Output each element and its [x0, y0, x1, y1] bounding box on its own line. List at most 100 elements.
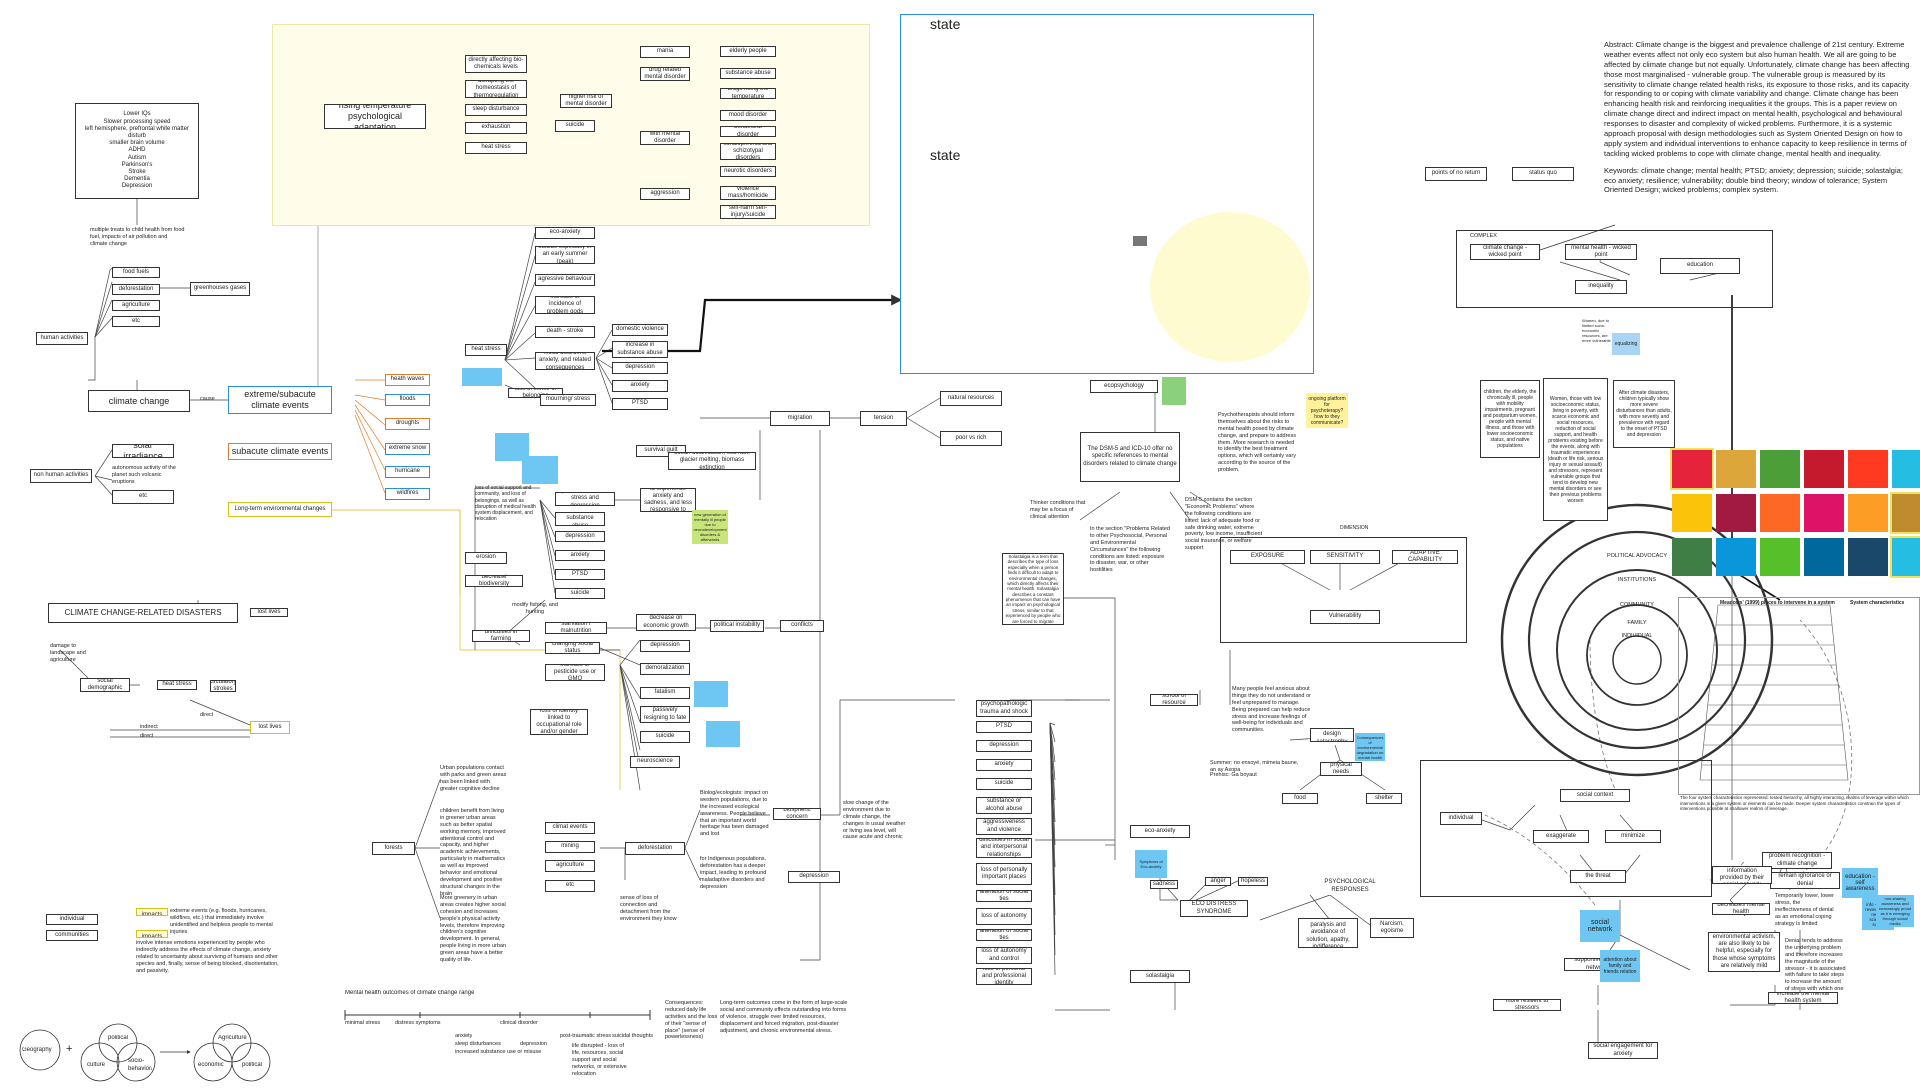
rising-elderly: elderly people: [720, 46, 776, 57]
forests-node: forests: [372, 842, 415, 855]
sticky-info-1: [706, 721, 740, 747]
scale-minimal: minimal stress: [345, 1020, 381, 1026]
points-of-no-return: points of no return: [1425, 167, 1487, 181]
meadows-title: Meadows' (1999) places to intervene in a…: [1720, 600, 1835, 606]
agriculture-f: agriculture: [545, 860, 595, 872]
tension-node: tension: [860, 411, 907, 426]
etc-f: etc: [545, 880, 595, 892]
temp-lower: Temporarily lower, lower stress, the ine…: [1775, 893, 1834, 927]
individual-node: individual: [1440, 812, 1482, 825]
loss-identity: loss of identity linked to occupational …: [530, 709, 588, 735]
rising-drugs-temp: drugs rising the temperature: [720, 88, 776, 99]
pesticide-gmo: increase of pesticide use or GMO: [545, 664, 605, 681]
system-characteristics: System characteristics: [1850, 600, 1905, 606]
depression-fires-2: depression: [640, 640, 690, 652]
increase-mh-system: increase the mental health system: [1768, 992, 1838, 1004]
rising-risk: higher risk of mental disorder: [560, 94, 612, 108]
scale-depression: depression: [520, 1041, 547, 1047]
sdg-tile-11: [1848, 494, 1888, 532]
indirect-label: indirect: [140, 724, 158, 730]
ocean-acidification: ocean acidification, sea rain, glacier m…: [668, 452, 756, 470]
political-advocacy: POLITICAL ADVOCACY: [1606, 553, 1667, 559]
demoralization: demoralization: [640, 663, 690, 675]
abstract-text: Abstract: Climate change is the biggest …: [1604, 40, 1914, 195]
sdg-tile-3: [1760, 450, 1800, 488]
mood-disorders: mood disorders, anxiety, and related con…: [535, 352, 595, 370]
exaggerate-node: exaggerate: [1533, 830, 1589, 843]
scale-ptsd: post-traumatic stress: [560, 1033, 612, 1039]
eco-anxiety-top: eco-anxiety: [535, 227, 595, 239]
psycho-trauma: psychopathologic trauma and shock: [976, 700, 1032, 717]
individual-circle: INDIVIDUAL: [1621, 633, 1653, 639]
loss-autonomy: loss of autonomy: [976, 908, 1032, 925]
the-threat-node: the threat: [1570, 870, 1626, 883]
pierre-note: Prehisc: Ga boyaut: [1210, 772, 1257, 778]
anxiety-fires: anxiety: [555, 550, 605, 561]
many-people-text: Many people feel anxious about things th…: [1232, 686, 1311, 734]
suicide-center: suicide: [976, 778, 1032, 790]
venn-economic: economic: [198, 1062, 224, 1068]
abstract-keywords: Keywords: climate change; mental health;…: [1604, 165, 1903, 195]
urban-populations: Urban populations contact with parks and…: [440, 765, 507, 792]
food-node: food: [1282, 793, 1318, 804]
difficulties-relations: difficulties in social and interpersonal…: [976, 838, 1032, 858]
scale-suicidal: suicidal thoughts: [612, 1033, 653, 1039]
sticky-eco-anxiety: Symptoms of Eco-anxiety: [1135, 850, 1167, 878]
scale-distress: distress symptoms: [395, 1020, 441, 1026]
community: COMMUNITY: [1620, 602, 1654, 608]
legend-subacute-text: involve intense emotions experienced by …: [136, 940, 279, 974]
scale-longterm: Long-term outcomes come in the form of l…: [720, 1000, 848, 1034]
legend-acute-text: extreme events (e.g. floods, hurricanes,…: [170, 908, 273, 935]
eco-anxiety-node: eco-anxiety: [1130, 825, 1190, 838]
climate-wicked: climate change - wicked point: [1470, 244, 1540, 260]
education-sticky[interactable]: education - self awareness: [1842, 868, 1878, 898]
rising-selfharm: self-harm self-injury/suicide: [720, 205, 776, 219]
food-fuels: food fuels: [112, 267, 160, 278]
sticky-education-1: [694, 681, 728, 707]
section-problems: In the section "Problems Related to othe…: [1090, 526, 1170, 574]
solastalgia-node: solastalgia: [1130, 970, 1190, 983]
decrease-economic: decrease on economic growth: [636, 614, 696, 631]
sdg-tile-17: [1848, 538, 1888, 576]
alteration-ties-2: alteration of social ties: [976, 929, 1032, 941]
attention-sticky[interactable]: attention about family and friends relat…: [1600, 950, 1640, 982]
alteration-ties: alteration of social ties: [976, 890, 1032, 902]
rising-c3: sleep disturbance: [465, 104, 527, 116]
increase-subst-fires: increase in substance abuse: [555, 512, 605, 526]
mining: mining: [545, 841, 595, 853]
social-engagement: social engagement for anxiety: [1588, 1042, 1658, 1059]
meadows-caption: The four system characteristics represen…: [1680, 795, 1909, 812]
women-vulnerable: Women, those with low socioeconomic stat…: [1543, 378, 1608, 521]
ecopsychology: ecopsychology: [1090, 380, 1158, 393]
suicide-fires: suicide: [555, 588, 605, 599]
plus-sign: +: [66, 1043, 73, 1055]
slow-change: slow change of the environment due to cl…: [843, 800, 906, 841]
equalizing-sticky: equalizing: [1612, 333, 1640, 355]
after-disasters: After climate disasters, children typica…: [1613, 380, 1675, 448]
narcism-response: Narcism, egoisme: [1370, 918, 1414, 938]
depression-heat: depression: [612, 362, 668, 374]
sharing-sticky[interactable]: non-sharing awareness and increasingly p…: [1876, 895, 1914, 927]
non-human-activities: non human activities: [30, 469, 92, 483]
anxiety-center: anxiety: [976, 759, 1032, 771]
sdg-tile-4: [1804, 450, 1844, 488]
political-instability: political instability: [710, 620, 764, 632]
venn-agriculture: Agriculture: [218, 1035, 247, 1041]
social-network-sticky[interactable]: social network: [1580, 910, 1620, 942]
heat-stress-node: heat stress: [465, 344, 507, 356]
lost-lives: lost lives: [250, 608, 288, 617]
brain-note: multiple treats to child health from foo…: [90, 227, 185, 247]
state-title-1: state: [930, 16, 961, 32]
sdg-tile-8: [1716, 494, 1756, 532]
rising-neurotic: neurotic disorders: [720, 166, 776, 177]
children-benefit: children benefit from living in greener …: [440, 808, 506, 897]
brain-effects-list: Lower IQs Slower processing speed left h…: [75, 103, 199, 199]
subacute-climate-events: subacute climate events: [228, 443, 332, 460]
substance-increase: increase in substance abuse: [612, 341, 668, 358]
sdg-tile-16: [1804, 538, 1844, 576]
agriculture-left: agriculture: [112, 300, 160, 311]
floods-node: floods: [385, 394, 430, 406]
fatalism: fatalism: [640, 687, 690, 699]
cause-label: cause: [200, 396, 215, 402]
physical-needs: physical needs: [1320, 762, 1362, 776]
